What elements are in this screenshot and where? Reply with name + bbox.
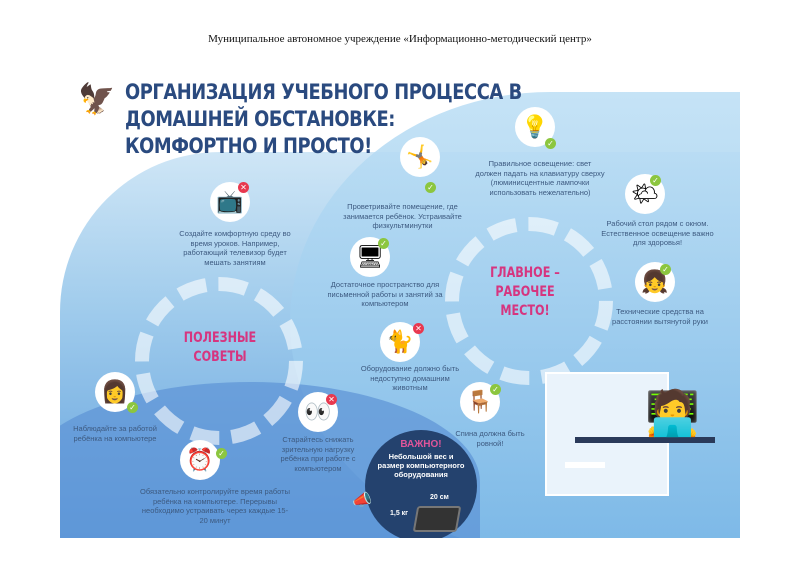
- important-badge: ВАЖНО! Небольшой вес и размер компьютерн…: [365, 430, 477, 538]
- cross-icon: ✕: [413, 323, 424, 334]
- megaphone-icon: 📣: [352, 492, 372, 509]
- tip-back: Спина должна быть ровной!: [455, 429, 525, 448]
- tip-watch: Наблюдайте за работой ребёнка на компьют…: [73, 424, 157, 443]
- label-line: СОВЕТЫ: [193, 349, 247, 365]
- check-icon: ✓: [545, 138, 556, 149]
- tip-time: Обязательно контролируйте время работы р…: [140, 487, 291, 525]
- cross-icon: ✕: [238, 182, 249, 193]
- check-icon: ✓: [216, 448, 227, 459]
- workplace-illustration: 🧑‍💻: [535, 367, 740, 538]
- tip-light: Правильное освещение: свет должен падать…: [475, 159, 605, 197]
- tablet-icon: [412, 506, 462, 532]
- infographic: 🦅 ОРГАНИЗАЦИЯ УЧЕБНОГО ПРОЦЕССА В ДОМАШН…: [60, 52, 740, 538]
- emblem-icon: 🦅: [78, 83, 116, 116]
- cross-icon: ✕: [326, 394, 337, 405]
- child-computer-icon: 👧: [635, 262, 675, 302]
- title-line: КОМФОРТНО И ПРОСТО!: [125, 134, 372, 158]
- tip-window: Рабочий стол рядом с окном. Естественное…: [601, 219, 714, 247]
- document-header: Муниципальное автономное учреждение «Инф…: [208, 33, 592, 45]
- label-line: РАБОЧЕЕ МЕСТО!: [495, 284, 555, 319]
- tip-eyes: Старайтесь снижать зрительную нагрузку р…: [280, 435, 356, 473]
- check-icon: ✓: [378, 238, 389, 249]
- check-icon: ✓: [425, 182, 436, 193]
- tip-space: Достаточное пространство для письменной …: [327, 280, 443, 308]
- person-icon: 🧑‍💻: [645, 389, 700, 438]
- tip-pets: Оборудование должно быть недоступно дома…: [360, 364, 460, 392]
- parent-child-icon: 👩: [95, 372, 135, 412]
- desk-icon: 🖥: [350, 237, 390, 277]
- size-label: 20 см: [430, 494, 449, 501]
- title-line: ОРГАНИЗАЦИЯ УЧЕБНОГО ПРОЦЕССА В ДОМАШНЕЙ…: [125, 80, 522, 131]
- important-title: ВАЖНО!: [400, 439, 442, 450]
- tip-distance: Технические средства на расстоянии вытян…: [612, 307, 708, 326]
- check-icon: ✓: [127, 402, 138, 413]
- center-left-label: ПОЛЕЗНЫЕ СОВЕТЫ: [176, 329, 264, 367]
- exercise-icon: 🤸: [400, 137, 440, 177]
- label-line: ПОЛЕЗНЫЕ: [183, 330, 257, 346]
- alarm-clock-icon: ⏰: [180, 440, 220, 480]
- tip-ventilate: Проветривайте помещение, где занимается …: [343, 202, 462, 230]
- check-icon: ✓: [650, 175, 661, 186]
- check-icon: ✓: [490, 384, 501, 395]
- center-right-label: ГЛАВНОЕ – РАБОЧЕЕ МЕСТО!: [477, 264, 573, 321]
- label-line: ГЛАВНОЕ –: [490, 265, 560, 281]
- important-text: Небольшой вес и размер компьютерного обо…: [377, 452, 465, 479]
- poster-title: ОРГАНИЗАЦИЯ УЧЕБНОГО ПРОЦЕССА В ДОМАШНЕЙ…: [125, 79, 648, 160]
- weight-label: 1,5 кг: [390, 510, 409, 517]
- tip-tv: Создайте комфортную среду во время уроко…: [179, 229, 291, 267]
- check-icon: ✓: [660, 264, 671, 275]
